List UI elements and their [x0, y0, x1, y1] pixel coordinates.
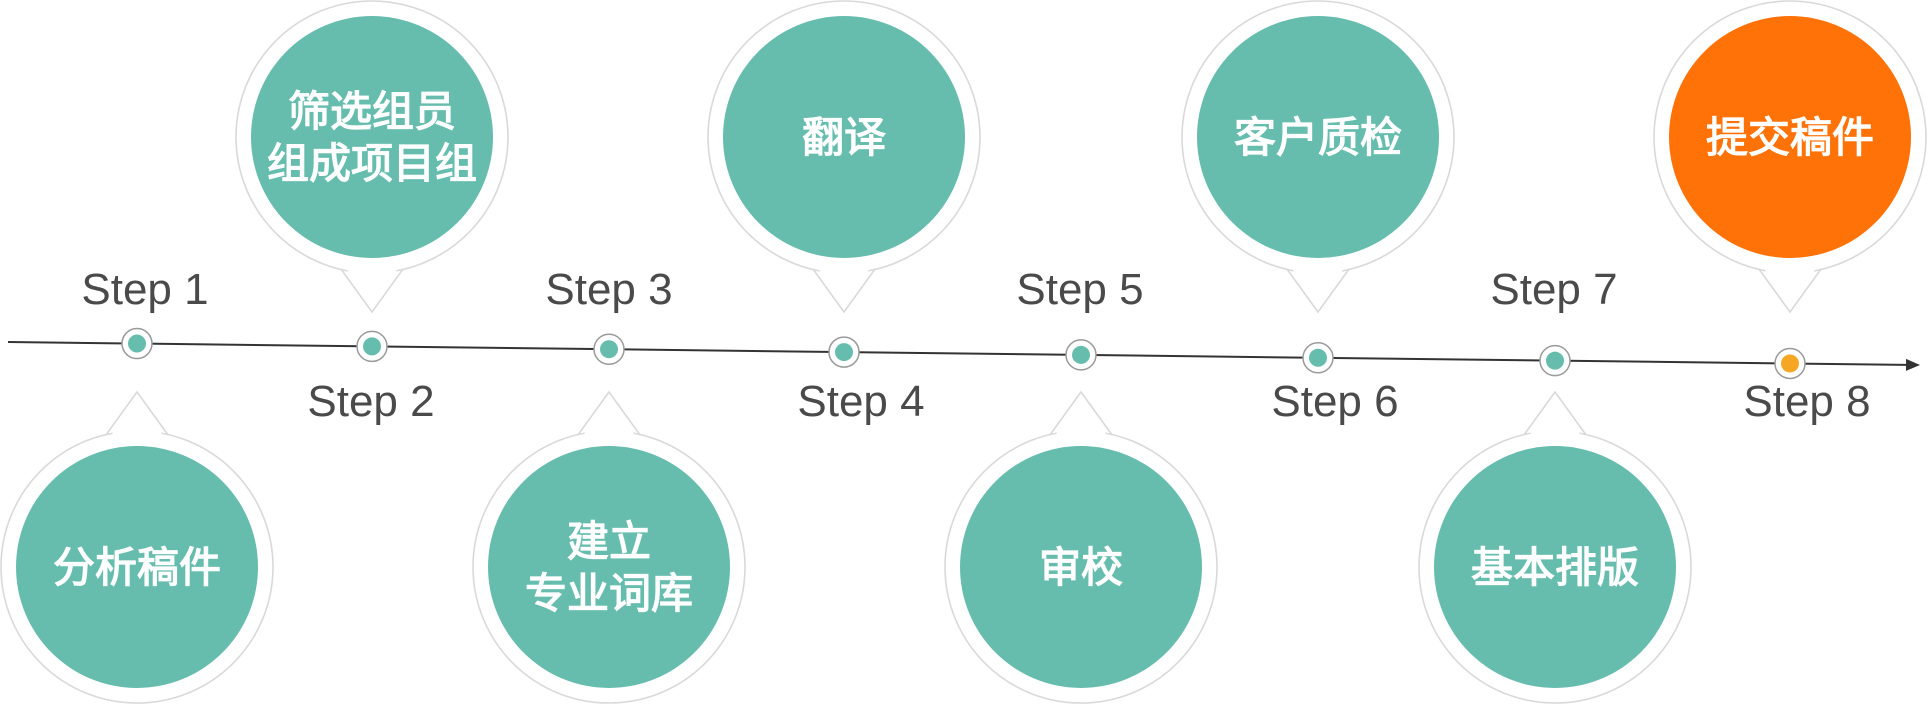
bubble-fill [960, 446, 1202, 688]
step-4: 翻译 Step 4 [707, 0, 981, 426]
step-7-text-line-1: 基本排版 [1471, 543, 1639, 592]
step-3-text-line-1: 建立 [567, 517, 651, 566]
step-6: 客户质检 Step 6 [1181, 0, 1455, 426]
timeline-arrow [7, 341, 1920, 371]
step-8: 提交稿件 Step 8 [1653, 0, 1927, 426]
step-8-label: Step 8 [1743, 377, 1870, 426]
callout-seam [1049, 395, 1113, 445]
bubble-fill [488, 446, 730, 688]
step-7-label: Step 7 [1490, 265, 1617, 314]
step-4-label: Step 4 [797, 377, 924, 426]
step-7: 基本排版 Step 7 [1418, 265, 1692, 704]
step-6-label: Step 6 [1271, 377, 1398, 426]
step-1-text-line-1: 分析稿件 [53, 543, 221, 592]
step-5: 审校 Step 5 [944, 265, 1218, 704]
step-node-dot [1546, 351, 1564, 370]
step-node-dot [1781, 354, 1799, 373]
callout-seam [1286, 259, 1350, 309]
step-node-dot [1309, 348, 1327, 367]
callout-seam [1758, 259, 1822, 309]
callout-seam [340, 259, 404, 309]
callout-seam [812, 259, 876, 309]
step-1: 分析稿件 Step 1 [0, 265, 274, 704]
callout-seam [1523, 395, 1587, 445]
bubble-fill [1434, 446, 1676, 688]
step-node-dot [600, 340, 618, 359]
step-node-dot [835, 343, 853, 362]
step-3-text-line-2: 专业词库 [525, 569, 693, 618]
step-3-label: Step 3 [545, 265, 672, 314]
bubble-fill [1669, 16, 1911, 258]
step-5-text-line-1: 审校 [1039, 543, 1123, 592]
bubble-fill [251, 16, 493, 258]
step-node-dot [363, 337, 381, 356]
step-node-dot [1072, 345, 1090, 364]
bubble-fill [16, 446, 258, 688]
bubble-fill [1197, 16, 1439, 258]
step-4-text-line-1: 翻译 [802, 113, 887, 162]
step-node-dot [128, 334, 146, 353]
step-8-text-line-1: 提交稿件 [1706, 113, 1874, 162]
step-2-text-line-2: 组成项目组 [267, 139, 477, 188]
step-2-text-line-1: 筛选组员 [288, 87, 456, 136]
step-5-label: Step 5 [1016, 265, 1143, 314]
step-6-text-line-1: 客户质检 [1234, 113, 1402, 162]
step-1-label: Step 1 [81, 265, 208, 314]
step-2-label: Step 2 [307, 377, 434, 426]
callout-seam [105, 395, 169, 445]
callout-seam [577, 395, 641, 445]
bubble-fill [723, 16, 965, 258]
